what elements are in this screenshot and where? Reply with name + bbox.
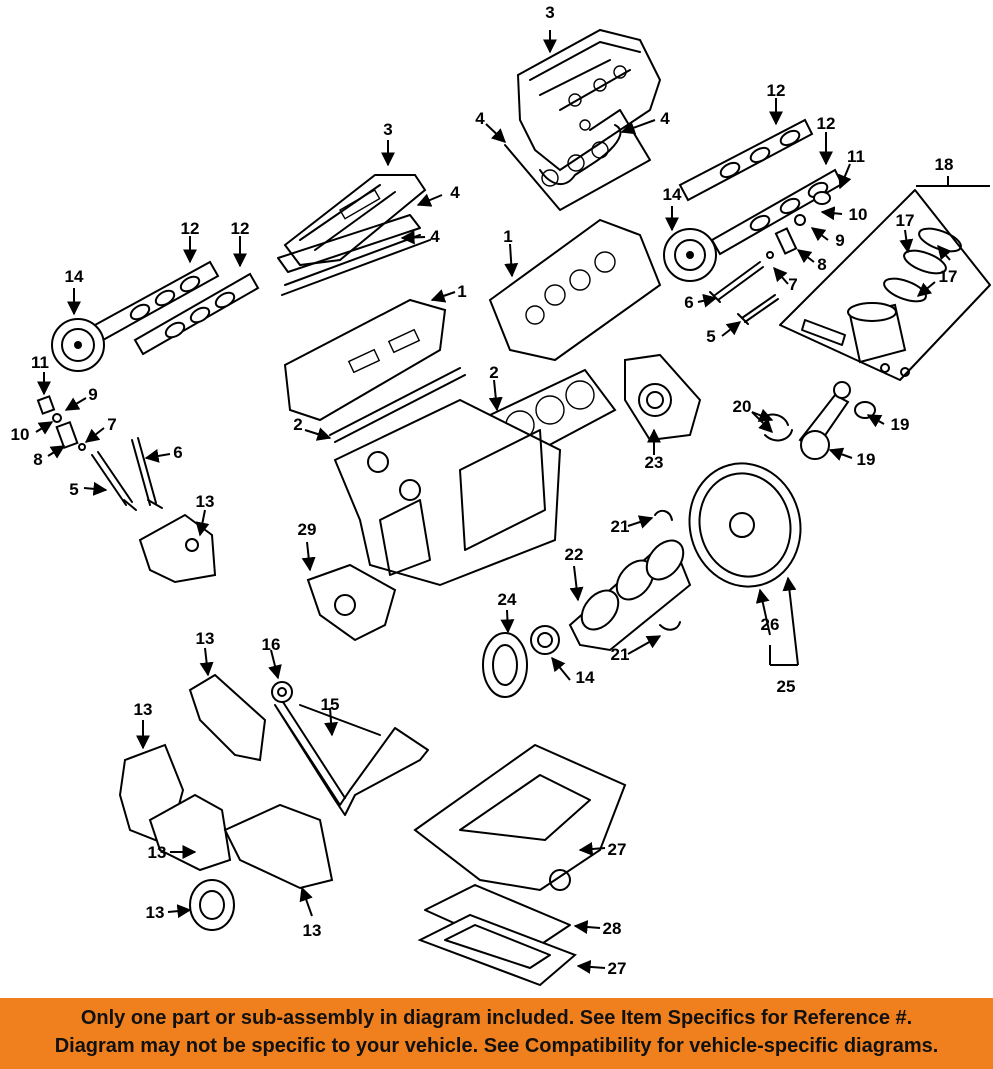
- rod-bearings: [759, 413, 793, 442]
- callout-7-right: 7: [788, 275, 797, 294]
- callout-3-valve-cover-left: 3: [383, 120, 392, 139]
- callout-2-gasket-left: 2: [293, 415, 302, 434]
- callout-13-timing-cover-a: 13: [196, 492, 215, 511]
- connecting-rod: [798, 381, 876, 460]
- callout-26-flywheel: 26: [761, 615, 780, 634]
- crank-gear: [530, 625, 560, 655]
- rear-main-seal-housing: [624, 353, 702, 442]
- valve-train-left: [36, 395, 163, 511]
- callout-4-gasket-c: 4: [450, 183, 460, 202]
- callout-21-bearing-a: 21: [611, 517, 630, 536]
- valve-cover-gasket-left: [277, 214, 431, 296]
- callout-1-head-right: 1: [503, 227, 512, 246]
- flywheel: [688, 462, 802, 588]
- callout-13-timing-cover-d: 13: [148, 843, 167, 862]
- callout-12-camshaft-d: 12: [817, 114, 836, 133]
- callout-5-right: 5: [706, 327, 715, 346]
- crankshaft: [568, 539, 692, 652]
- timing-belt: [274, 701, 429, 816]
- callout-1-head-left: 1: [457, 282, 466, 301]
- callout-15-belt: 15: [321, 695, 340, 714]
- callout-5-left: 5: [69, 480, 78, 499]
- cam-sprocket-right: [663, 228, 717, 282]
- timing-cover-lower-right: [223, 803, 334, 890]
- main-bearings: [654, 509, 681, 631]
- callout-11-right: 11: [847, 147, 865, 166]
- callout-10-left: 10: [11, 425, 30, 444]
- callout-14-sprocket-right: 14: [663, 185, 682, 204]
- callout-10-right: 10: [849, 205, 868, 224]
- callout-arrows: [35, 30, 990, 974]
- disclaimer-line-2: Diagram may not be specific to your vehi…: [54, 1035, 939, 1057]
- callout-17-ring-a: 17: [896, 211, 915, 230]
- callout-7-left: 7: [107, 415, 116, 434]
- callout-8-left: 8: [33, 450, 42, 469]
- callout-11-left: 11: [31, 353, 49, 372]
- callout-4-gasket-a: 4: [475, 109, 485, 128]
- callout-17-ring-b: 17: [939, 267, 958, 286]
- valve-cover-left: [283, 174, 427, 267]
- callout-28-oil-pan-gasket: 28: [603, 919, 622, 938]
- engine-block: [333, 398, 562, 587]
- valve-train-right: [709, 191, 831, 325]
- valve-cover-right: [516, 28, 662, 172]
- callout-13-timing-cover-b: 13: [196, 629, 215, 648]
- engine-parts-diagram: 3 4 4 3 4 4 12 12 12 12 11 10 9 8 7 6 5 …: [11, 3, 991, 987]
- crank-seal-cover: [189, 879, 235, 931]
- crank-pulley: [482, 632, 528, 698]
- callout-20-rod-bearings: 20: [733, 397, 752, 416]
- callout-24-pulley: 24: [498, 590, 517, 609]
- camshaft-left-pair: [93, 260, 260, 356]
- oil-pump-bracket: [306, 563, 397, 642]
- callout-14-crank-gear: 14: [576, 668, 595, 687]
- callout-13-timing-cover-c: 13: [134, 700, 153, 719]
- callout-12-camshaft-c: 12: [767, 81, 786, 100]
- callout-9-left: 9: [88, 385, 97, 404]
- callout-6-left: 6: [173, 443, 182, 462]
- callout-3-valve-cover-right: 3: [545, 3, 554, 22]
- callout-4-gasket-d: 4: [430, 227, 440, 246]
- callout-4-gasket-b: 4: [660, 109, 670, 128]
- cylinder-head-left: [283, 298, 447, 422]
- callout-19-rod-b: 19: [857, 450, 876, 469]
- callout-19-rod-a: 19: [891, 415, 910, 434]
- callout-6-right: 6: [684, 293, 693, 312]
- callout-2-gasket-right: 2: [489, 363, 498, 382]
- timing-cover-upper: [188, 673, 267, 762]
- callout-16-idler: 16: [262, 635, 281, 654]
- valve-cover-gasket-right: [504, 109, 651, 211]
- oil-pan-upper: [413, 743, 627, 892]
- callout-25-flywheel-assembly: 25: [777, 677, 796, 696]
- cylinder-head-right: [488, 218, 662, 362]
- oil-pan-lower: [417, 913, 577, 987]
- timing-cover-upper-left: [138, 513, 217, 584]
- camshaft-right-pair: [678, 118, 844, 256]
- disclaimer-banner: Only one part or sub-assembly in diagram…: [0, 998, 993, 1069]
- callout-14-sprocket-left: 14: [65, 267, 84, 286]
- cam-sprocket-left: [51, 318, 105, 372]
- callout-13-timing-cover-e: 13: [303, 921, 322, 940]
- piston-assembly-box: [779, 189, 991, 381]
- callout-18-piston-assembly: 18: [935, 155, 954, 174]
- idler-pulley: [271, 681, 293, 703]
- callout-29-bracket: 29: [298, 520, 317, 539]
- head-gasket-left: [329, 367, 466, 443]
- disclaimer-line-1: Only one part or sub-assembly in diagram…: [80, 1007, 913, 1029]
- callout-13-seal-cover: 13: [146, 903, 165, 922]
- callout-8-right: 8: [817, 255, 826, 274]
- callout-9-right: 9: [835, 231, 844, 250]
- callout-27-oil-pan-lower: 27: [608, 959, 627, 978]
- callout-12-camshaft-a: 12: [181, 219, 200, 238]
- callout-22-crankshaft: 22: [565, 545, 584, 564]
- callout-21-bearing-b: 21: [611, 645, 630, 664]
- callout-23-seal-housing: 23: [645, 453, 664, 472]
- callout-27-oil-pan-upper: 27: [608, 840, 627, 859]
- callout-12-camshaft-b: 12: [231, 219, 250, 238]
